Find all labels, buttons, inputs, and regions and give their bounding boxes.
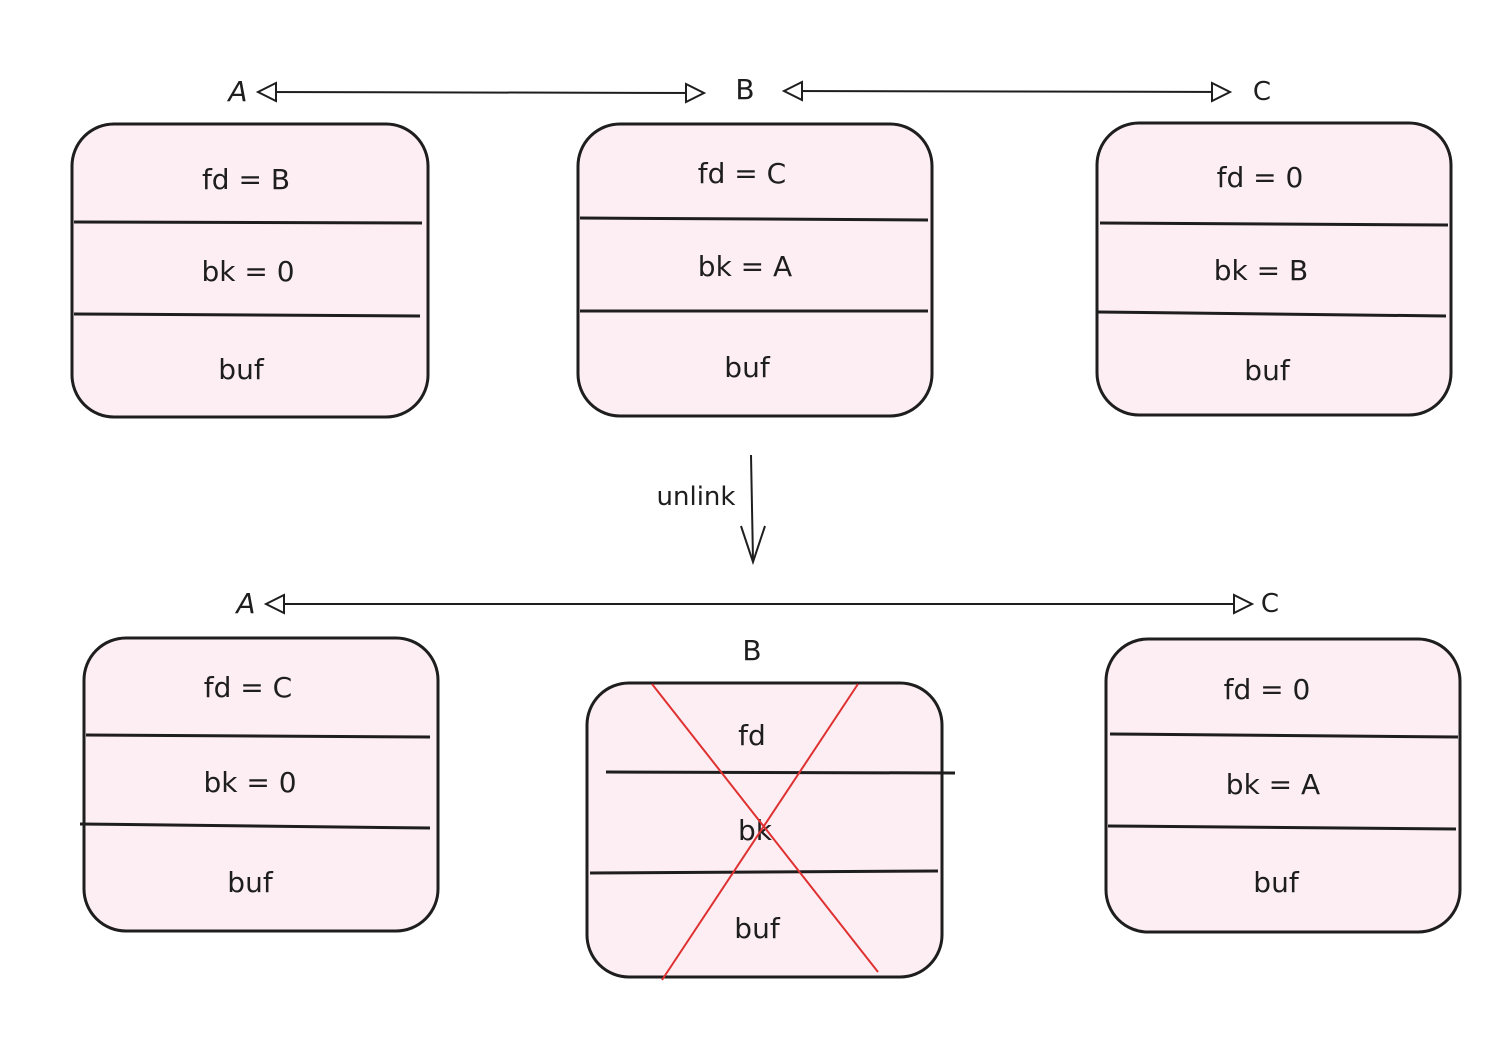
bottom-node-a: fd = C bk = 0 buf	[79, 636, 440, 933]
bottom-node-a-label: A	[234, 587, 255, 620]
bottom-node-b-label: B	[742, 634, 761, 667]
bottom-node-b-removed: fd bk buf	[585, 681, 956, 981]
top-node-a-label: A	[226, 75, 247, 108]
cross-out-line-1	[651, 683, 879, 973]
top-node-c-buf: buf	[1244, 354, 1291, 387]
unlink-label: unlink	[657, 482, 736, 512]
bottom-node-c-label: C	[1261, 589, 1279, 619]
bottom-node-a-bk: bk = 0	[203, 766, 296, 799]
bottom-node-b-fd: fd	[738, 719, 766, 752]
unlink-arrow	[740, 454, 766, 566]
top-node-a-bk: bk = 0	[201, 255, 294, 288]
top-node-b-label: B	[735, 73, 754, 106]
top-node-b-buf: buf	[724, 351, 771, 384]
top-node-a-fd: fd = B	[202, 163, 290, 196]
top-node-c: fd = 0 bk = B buf	[1095, 121, 1453, 417]
arrow-a-b	[255, 81, 707, 104]
top-node-a-buf: buf	[218, 353, 265, 386]
top-node-b: fd = C bk = A buf	[576, 122, 934, 418]
bottom-node-c-fd: fd = 0	[1224, 673, 1311, 706]
arrow-b-c	[781, 80, 1233, 103]
bottom-node-c: fd = 0 bk = A buf	[1104, 637, 1462, 934]
bottom-node-a-fd: fd = C	[204, 671, 292, 704]
bottom-node-a-buf: buf	[227, 866, 274, 899]
top-node-c-bk: bk = B	[1214, 254, 1308, 287]
top-node-c-label: C	[1253, 77, 1271, 107]
bottom-node-c-buf: buf	[1253, 866, 1300, 899]
top-node-c-fd: fd = 0	[1217, 161, 1304, 194]
top-node-b-bk: bk = A	[698, 250, 792, 283]
arrow-a-c	[263, 593, 1255, 615]
cross-out-line-2	[661, 683, 859, 981]
top-node-a: fd = B bk = 0 buf	[70, 122, 430, 419]
bottom-node-b-buf: buf	[734, 912, 781, 945]
bottom-node-c-bk: bk = A	[1226, 768, 1320, 801]
top-node-b-fd: fd = C	[698, 157, 786, 190]
